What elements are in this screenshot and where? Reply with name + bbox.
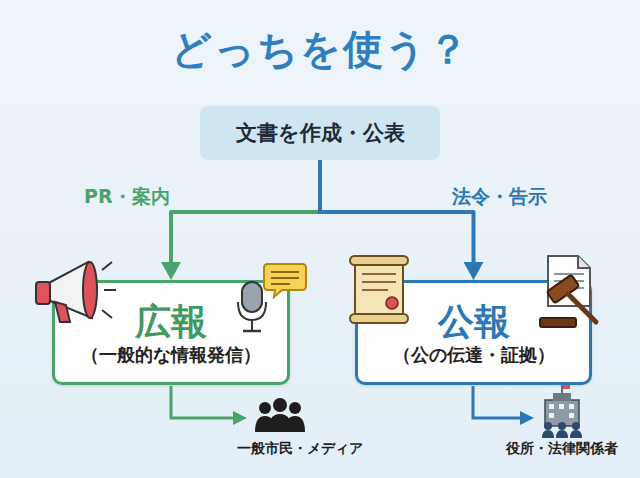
edge-label: 法令・告示 [452,184,547,210]
category-box: 公報（公の伝達・証拠） [355,280,592,385]
box-subtitle: （一般的な情報発信） [81,344,261,367]
box-title: 文書を作成・公表 [236,120,405,146]
leader-line [473,386,525,418]
audience-label: 役所・法律関係者 [506,440,618,458]
process-box: 文書を作成・公表 [200,106,440,160]
branch-arrow [171,160,320,270]
audience-label: 一般市民・メディア [237,440,363,458]
box-subtitle: （公の伝達・証拠） [393,344,555,367]
box-title: 公報 [438,299,510,344]
edge-label: PR・案内 [84,184,170,210]
box-title: 広報 [135,299,207,344]
title: どっちを使う？ [0,22,640,77]
branch-arrow [320,160,474,270]
people-icon [255,398,305,432]
category-box: 広報（一般的な情報発信） [52,280,290,385]
leader-line [171,386,238,418]
building-icon [542,385,582,438]
